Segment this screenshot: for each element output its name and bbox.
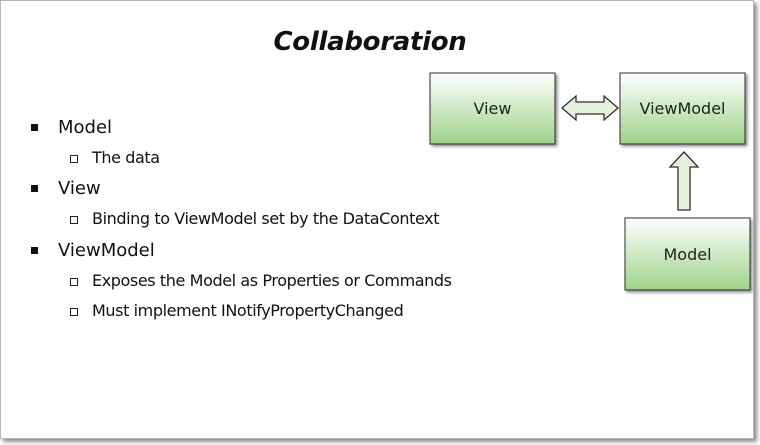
square-bullet-icon: [31, 247, 38, 254]
hollow-square-bullet-icon: [70, 216, 78, 224]
sub-bullet-binding-text: Binding to ViewModel set by the DataCont…: [92, 209, 440, 228]
up-arrow-icon: [668, 151, 700, 211]
bullet-list: Model The data View Binding to ViewModel…: [1, 1, 452, 438]
model-node: Model: [624, 217, 751, 291]
sub-bullet-exposes-text: Exposes the Model as Properties or Comma…: [92, 271, 452, 290]
slide: Collaboration Model The data View Bindin…: [0, 0, 754, 439]
square-bullet-icon: [31, 185, 38, 192]
view-node: View: [429, 72, 556, 145]
hollow-square-bullet-icon: [70, 308, 78, 316]
bullet-view-text: View: [58, 178, 101, 199]
double-arrow-icon: [561, 94, 619, 122]
sub-bullet-the-data-text: The data: [92, 148, 160, 167]
view-box: [429, 72, 556, 145]
bullet-model-text: Model: [58, 117, 113, 138]
viewmodel-box: [619, 72, 746, 145]
hollow-square-bullet-icon: [70, 278, 78, 286]
model-box: [624, 217, 751, 291]
view-box-label: View: [474, 99, 512, 118]
mvvm-diagram: View ViewModel Model: [429, 72, 751, 291]
sub-bullet-inotify-text: Must implement INotifyPropertyChanged: [92, 301, 404, 320]
square-bullet-icon: [31, 124, 38, 131]
model-box-label: Model: [663, 245, 711, 264]
hollow-square-bullet-icon: [70, 155, 78, 163]
viewmodel-box-label: ViewModel: [639, 99, 725, 118]
slide-title: Collaboration: [273, 27, 467, 57]
viewmodel-node: ViewModel: [619, 72, 746, 145]
bullet-viewmodel-text: ViewModel: [58, 240, 155, 261]
